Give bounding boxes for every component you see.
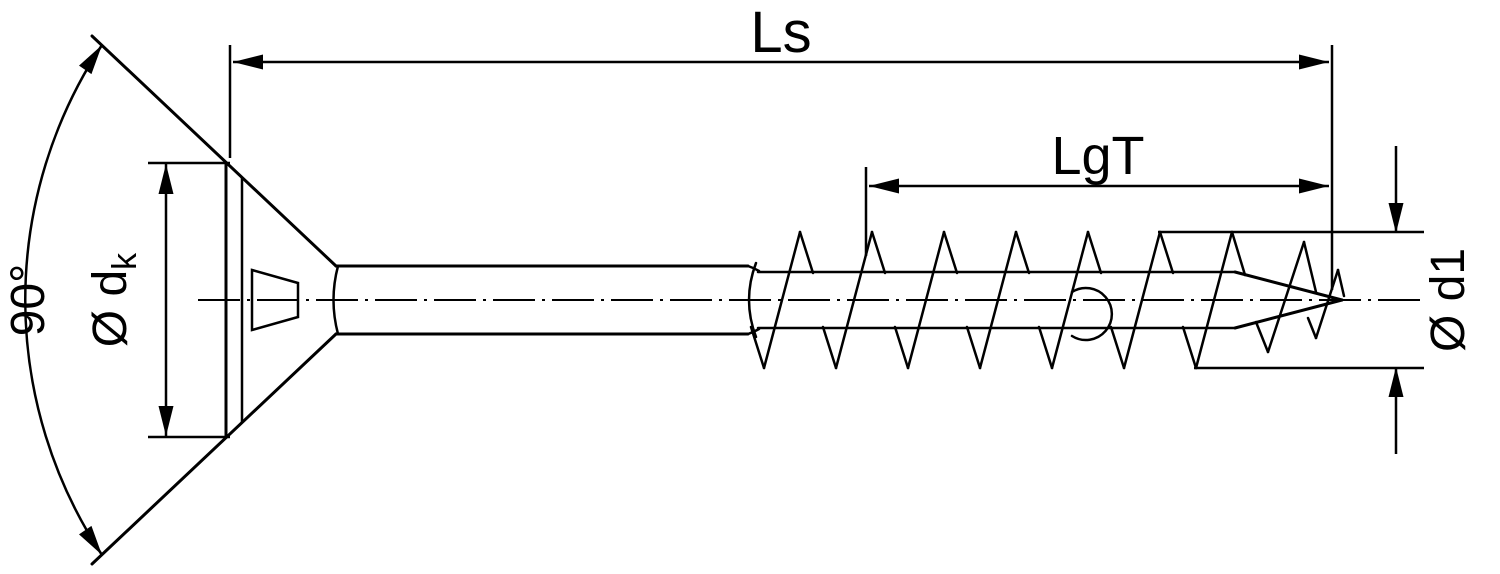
thread-flank-line <box>798 230 815 275</box>
d1-arrowhead-bottom <box>1388 367 1404 397</box>
thread-turns <box>749 230 1346 370</box>
thread-flank-line <box>1158 230 1175 275</box>
dimension-lgt: LgT <box>864 126 1329 256</box>
d1-label: Ø d1 <box>1422 248 1475 352</box>
lgt-arrowhead-right <box>1299 178 1329 194</box>
dk-label-text: Ø d <box>84 270 137 347</box>
thread-flank-line <box>1254 320 1270 354</box>
thread-flank-line <box>1109 325 1126 370</box>
dimension-head-angle: 90° <box>2 44 104 556</box>
thread-flank-line <box>821 325 838 370</box>
head-neck-curve <box>332 264 340 336</box>
head-angle-arrowhead-top <box>79 45 102 75</box>
thread-flank-line <box>1302 240 1318 294</box>
dk-label: Ø dk <box>84 252 144 347</box>
dk-arrowhead-bottom <box>158 406 174 436</box>
dimension-ls: Ls <box>228 0 1334 290</box>
thread-flank-line <box>893 325 910 370</box>
thread-flank-line <box>1050 230 1090 370</box>
thread-flank-line <box>906 230 946 370</box>
dimension-dk: Ø dk <box>84 161 230 439</box>
thread-section <box>747 230 1346 370</box>
thread-flank-line <box>1086 230 1103 275</box>
thread-flank-line <box>1266 240 1306 354</box>
tip-taper-bottom-line <box>1233 298 1344 330</box>
thread-flank-line <box>749 325 766 370</box>
head-angle-label: 90° <box>2 264 55 337</box>
head-angle-arc <box>24 44 104 556</box>
dk-arrowhead-top <box>158 164 174 194</box>
thread-flank-line <box>978 230 1018 370</box>
ls-arrowhead-left <box>233 54 263 70</box>
dk-label-subscript: k <box>106 252 144 270</box>
thread-flank-line <box>1306 316 1318 340</box>
drive-recess <box>250 268 300 332</box>
thread-flank-line <box>870 230 887 275</box>
lgt-label: LgT <box>1051 126 1144 186</box>
thread-flank-line <box>942 230 959 275</box>
thread-flank-line <box>965 325 982 370</box>
screw-shank <box>334 264 761 336</box>
dimension-d1: Ø d1 <box>1158 146 1475 454</box>
thread-flank-line <box>1336 268 1346 298</box>
d1-arrowhead-top <box>1388 203 1404 233</box>
lgt-arrowhead-left <box>869 178 899 194</box>
thread-flank-line <box>1014 230 1031 275</box>
countersink-line-bottom <box>90 332 338 566</box>
thread-flank-line <box>1122 230 1162 370</box>
ls-arrowhead-right <box>1299 54 1329 70</box>
thread-flank-line <box>1037 325 1054 370</box>
head-angle-arrowhead-bottom <box>79 525 102 555</box>
thread-flank-line <box>1314 268 1340 340</box>
thread-flank-line <box>1194 230 1234 370</box>
thread-flank-line <box>1230 230 1247 277</box>
thread-start-curve <box>747 261 758 339</box>
screw-head <box>90 34 340 566</box>
ls-label: Ls <box>750 0 811 65</box>
thread-flank-line <box>1181 325 1198 370</box>
thread-flank-line <box>762 230 802 370</box>
countersink-line-top <box>90 34 338 268</box>
thread-helix-loop <box>1070 286 1114 342</box>
